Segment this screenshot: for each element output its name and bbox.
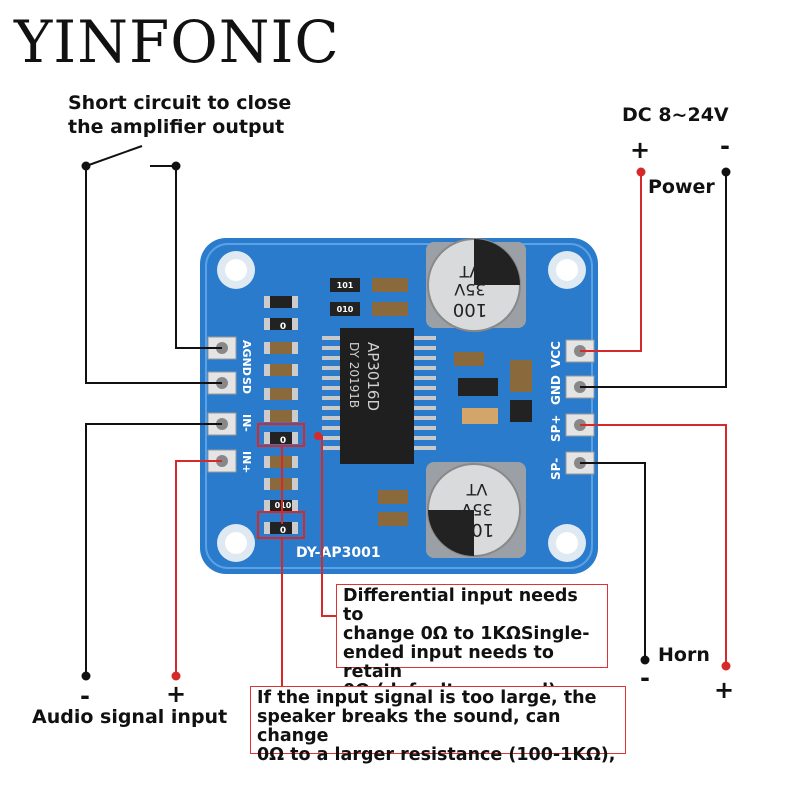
differential-input-note: Differential input needs to change 0Ω to… xyxy=(336,584,608,701)
cap-top-label-2: 35V xyxy=(454,280,485,299)
resistor-mark-3: 0 xyxy=(280,526,286,536)
mounting-holes xyxy=(217,251,586,562)
code-010-bottom: 010 xyxy=(275,501,292,510)
pin-label-vcc: VCC xyxy=(549,341,563,368)
switch-label-line2: the amplifier output xyxy=(68,116,285,138)
code-010-top: 010 xyxy=(337,305,354,314)
amplifier-chip xyxy=(322,328,436,464)
differential-note-line-3: ended input needs to retain xyxy=(343,643,554,682)
dc-voltage-label: DC 8~24V xyxy=(622,104,729,126)
cap-bottom-label-3: 100 xyxy=(460,519,494,540)
audio-plus-symbol: + xyxy=(166,680,187,708)
chip-label-2: DY 20191B xyxy=(347,342,361,408)
board-model-label: DY-AP3001 xyxy=(296,545,381,561)
black-terminals xyxy=(81,161,731,681)
power-label: Power xyxy=(648,176,715,198)
chip-label-1: AP3016D xyxy=(364,342,382,411)
pin-label-gnd: GND xyxy=(549,375,563,405)
horn-minus-symbol: - xyxy=(640,664,650,692)
resistor-mark-2: 0 xyxy=(280,436,286,446)
horn-plus-symbol: + xyxy=(714,676,735,704)
brand-logo: YINFONIC xyxy=(14,8,340,76)
audio-input-label: Audio signal input xyxy=(32,706,228,728)
capacitor-bottom xyxy=(426,462,526,558)
capacitor-top xyxy=(426,238,526,332)
pin-label-in-minus: IN- xyxy=(240,414,253,432)
pin-label-agnd: AGND xyxy=(240,340,253,376)
cap-bottom-label-1: VT xyxy=(466,480,487,499)
differential-note-line-1: Differential input needs to xyxy=(343,586,578,625)
resistor-mark-1: 0 xyxy=(280,322,286,332)
power-minus-symbol: - xyxy=(720,132,730,160)
pin-label-sd: SD xyxy=(240,377,253,394)
input-note-line-2: speaker breaks the sound, can change xyxy=(257,707,561,746)
cap-top-label-3: 100 xyxy=(453,299,487,320)
pin-label-sp-plus: SP+ xyxy=(549,415,563,443)
pin-label-in-plus: IN+ xyxy=(240,451,253,474)
input-signal-note: If the input signal is too large, the sp… xyxy=(250,686,626,765)
black-wires xyxy=(85,145,727,676)
power-plus-symbol: + xyxy=(630,136,651,164)
red-terminals xyxy=(171,167,731,681)
input-note-line-3: 0Ω to a larger resistance (100-1KΩ), xyxy=(257,745,616,765)
horn-label: Horn xyxy=(658,644,710,666)
right-small-parts xyxy=(378,352,532,526)
right-pads xyxy=(565,339,595,475)
top-small-parts xyxy=(330,278,408,316)
pin-label-sp-minus: SP- xyxy=(549,458,563,480)
audio-minus-symbol: - xyxy=(80,682,90,710)
differential-note-line-2: change 0Ω to 1KΩSingle- xyxy=(343,624,590,644)
cap-bottom-label-2: 35V xyxy=(461,500,492,519)
switch-label-line1: Short circuit to close xyxy=(68,92,292,114)
input-note-line-1: If the input signal is too large, the xyxy=(257,688,597,708)
code-101: 101 xyxy=(337,281,354,290)
cap-top-label-1: VT xyxy=(459,262,480,281)
